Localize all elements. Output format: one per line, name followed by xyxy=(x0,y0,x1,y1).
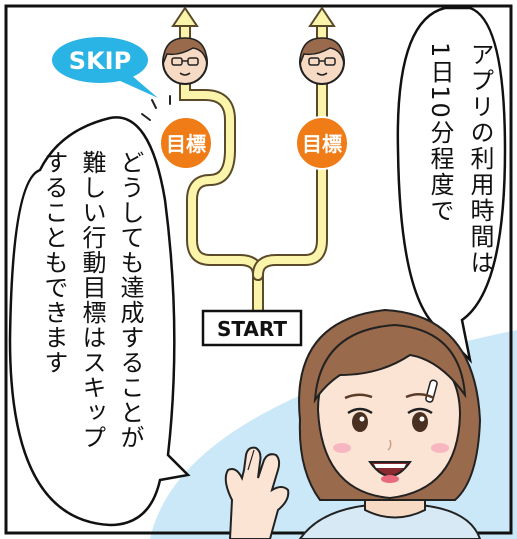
goal-left-circle: 目標 xyxy=(159,116,213,170)
path-diagram xyxy=(179,14,328,316)
skip-label: SKIP xyxy=(69,47,131,75)
skip-bubble: SKIP xyxy=(52,37,158,98)
arrow-up-icon xyxy=(308,6,336,27)
speech-bubble-left: どうしても達成することが 難しい行動目標はスキップ することもできます xyxy=(8,116,191,527)
goal-right-circle: 目標 xyxy=(295,116,349,170)
speech-bubble-right: アプリの利用時間は 1日10分程度で xyxy=(396,6,507,364)
avatar-icon xyxy=(299,37,345,85)
goal-right-label: 目標 xyxy=(302,132,342,156)
avatar-icon xyxy=(162,37,208,85)
arrow-up-icon xyxy=(171,6,199,27)
bubble-right-line-1: アプリの利用時間は xyxy=(466,42,494,276)
bubble-right-line-2: 1日10分程度で xyxy=(426,42,454,224)
goal-left-label: 目標 xyxy=(166,132,206,156)
start-label: START xyxy=(217,317,287,341)
start-box: START xyxy=(201,309,303,347)
bubble-left-line-3: することもできます xyxy=(40,150,68,375)
woman-character xyxy=(298,308,482,539)
spark-lines xyxy=(141,95,171,121)
raised-hand xyxy=(224,446,290,539)
bubble-left-line-2: 難しい行動目標はスキップ xyxy=(78,150,106,450)
bubble-left-line-1: どうしても達成することが xyxy=(116,150,144,450)
